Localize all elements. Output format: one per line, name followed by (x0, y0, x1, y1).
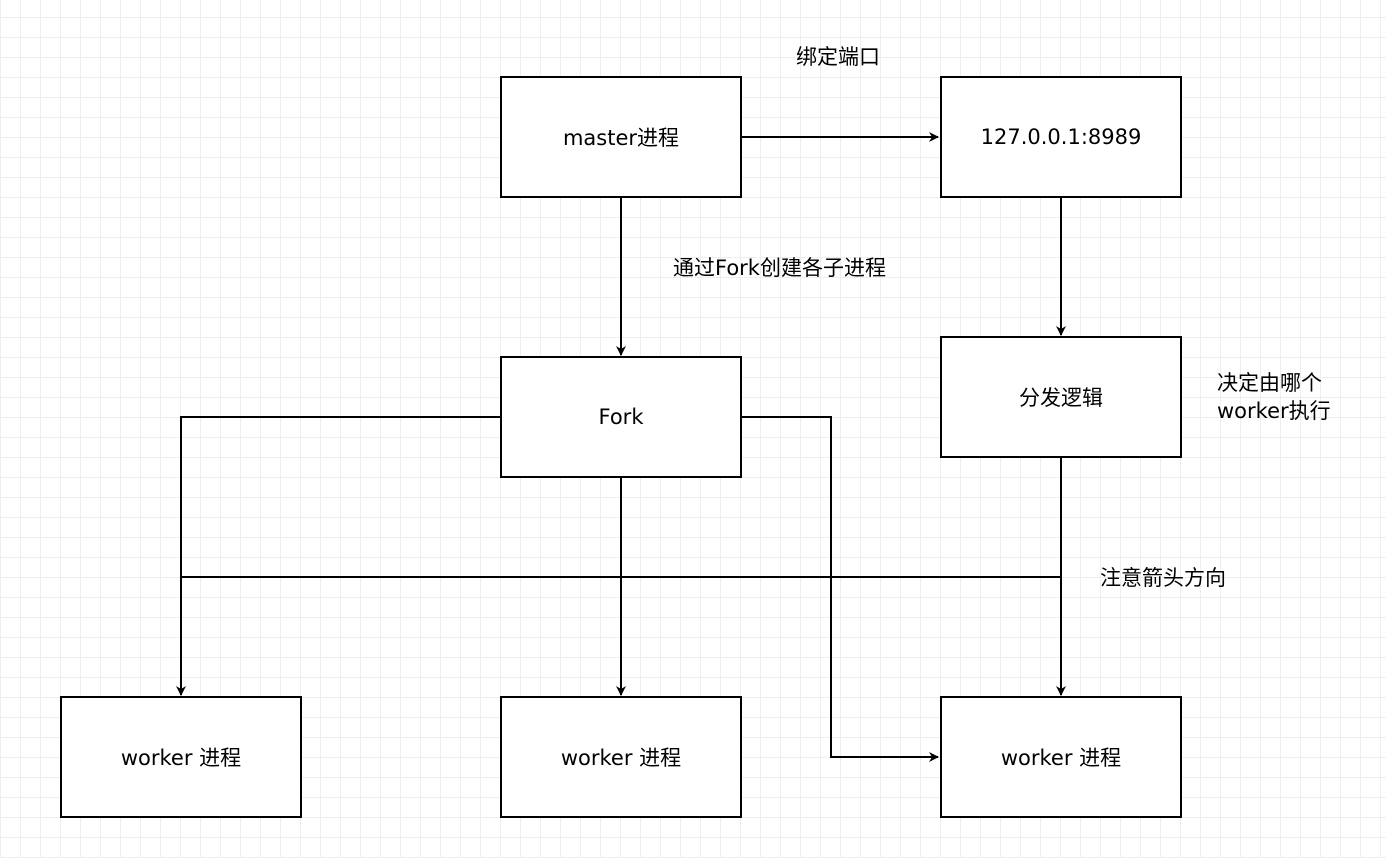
fork-box: Fork (500, 356, 742, 478)
worker-process-box-middle: worker 进程 (500, 696, 742, 818)
address-label: 127.0.0.1:8989 (980, 125, 1142, 149)
worker-process-label-middle: worker 进程 (560, 746, 682, 770)
worker-process-box-right: worker 进程 (940, 696, 1182, 818)
decide-worker-label-line1: 决定由哪个 (1217, 371, 1322, 395)
address-box: 127.0.0.1:8989 (940, 76, 1182, 198)
edge-fork-to-worker-left (176, 416, 501, 696)
edge-fork-to-worker-right (741, 416, 939, 762)
dispatch-logic-label: 分发逻辑 (1019, 386, 1103, 410)
decide-worker-label-line2: worker执行 (1217, 399, 1331, 423)
fork-children-label: 通过Fork创建各子进程 (673, 256, 886, 280)
worker-process-label-right: worker 进程 (1000, 746, 1122, 770)
master-process-box: master进程 (500, 76, 742, 198)
worker-process-box-left: worker 进程 (60, 696, 302, 818)
master-process-label: master进程 (562, 126, 680, 150)
fork-label: Fork (598, 405, 644, 429)
bind-port-label: 绑定端口 (796, 45, 880, 69)
worker-process-label-left: worker 进程 (120, 746, 242, 770)
dispatch-logic-box: 分发逻辑 (940, 336, 1182, 458)
arrow-direction-note: 注意箭头方向 (1100, 566, 1226, 590)
